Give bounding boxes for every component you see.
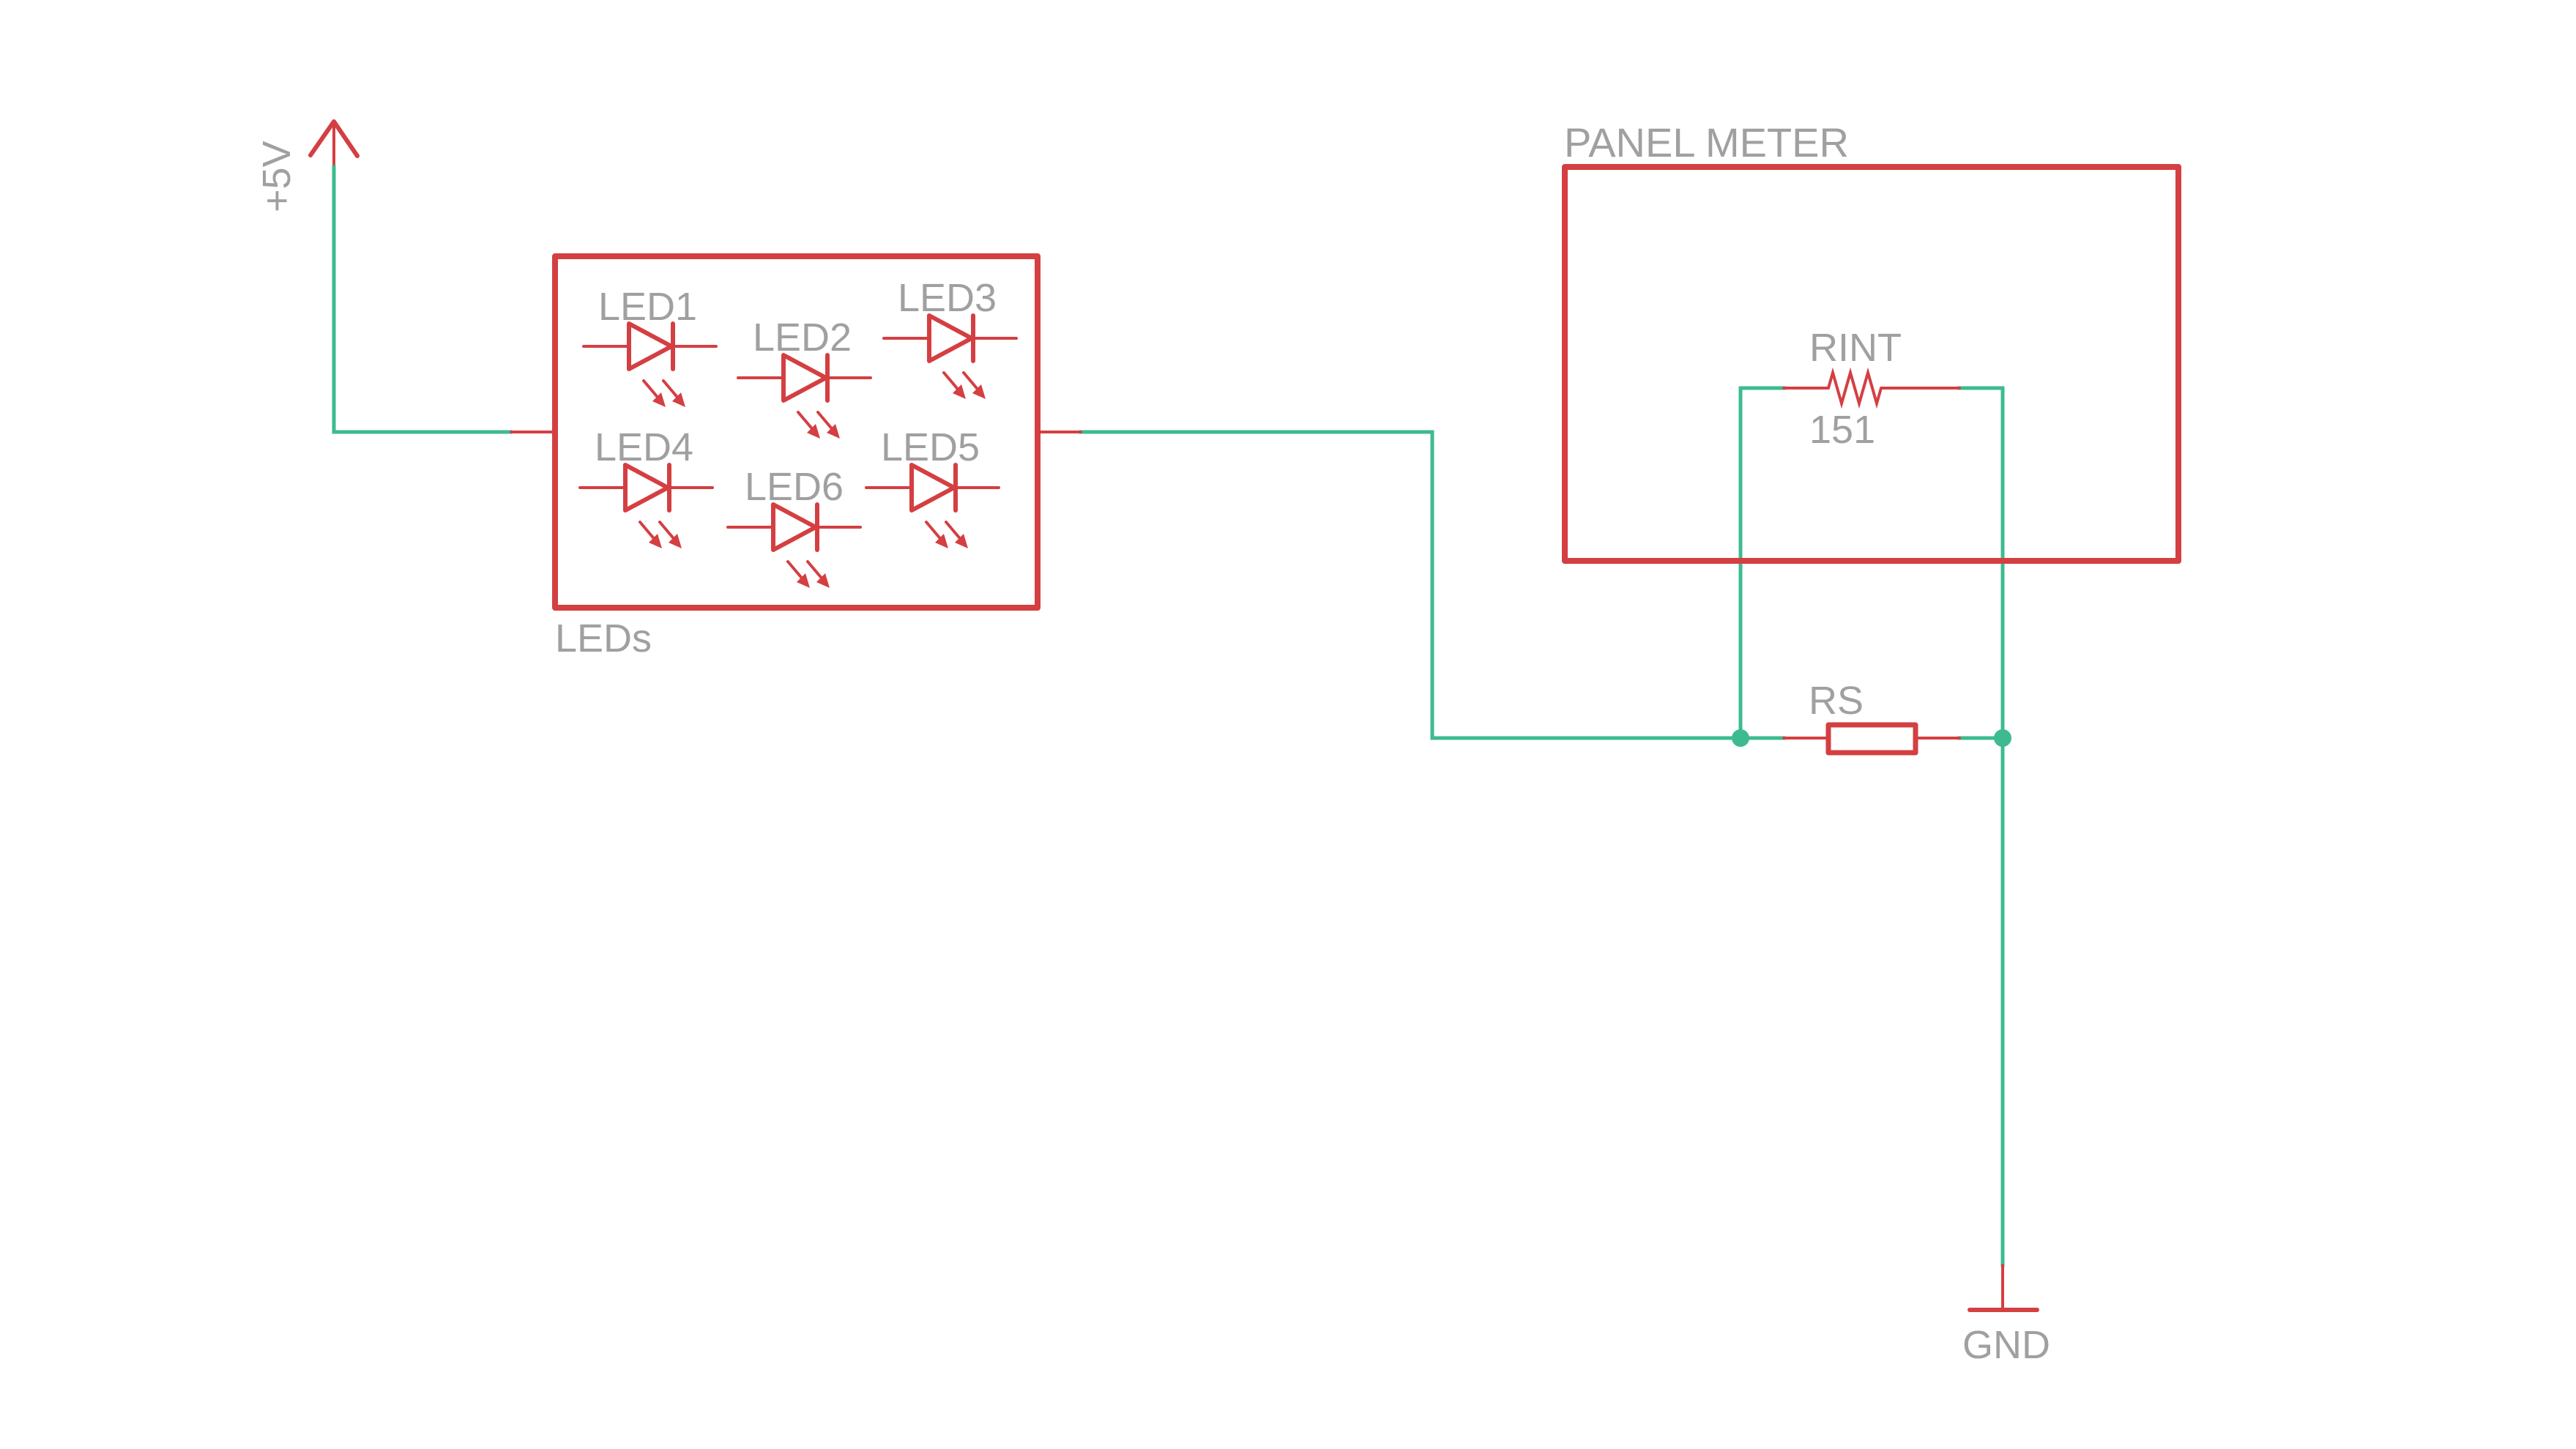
resistor-rs[interactable]: RS <box>1782 679 1961 756</box>
panel-meter[interactable]: PANEL METER RINT 151 <box>1562 119 2181 564</box>
light-emission-icon <box>786 560 830 588</box>
led-led6[interactable]: LED6 <box>726 465 862 588</box>
rint-value: 151 <box>1809 408 1875 452</box>
led-led1[interactable]: LED1 <box>582 285 718 407</box>
led-diode-icon <box>726 502 862 588</box>
supply-arrow-icon <box>308 119 360 168</box>
led-diode-icon <box>578 463 714 548</box>
rint-name: RINT <box>1809 326 1902 370</box>
supply-label: +5V <box>255 141 299 212</box>
wire-rint-left[interactable] <box>1738 386 1786 740</box>
ground-icon <box>1968 1264 2039 1312</box>
light-emission-icon <box>942 371 986 399</box>
rs-name: RS <box>1809 679 1864 723</box>
led-diode-icon <box>882 313 1018 399</box>
led-diode-icon <box>582 321 718 407</box>
resistor-body-icon <box>1825 722 1918 756</box>
led-led2[interactable]: LED2 <box>737 316 872 439</box>
junction-dot <box>1732 729 1749 747</box>
resistor-zigzag-icon <box>1827 367 1883 409</box>
wire-rint-right[interactable] <box>1957 386 2005 740</box>
led-label: LED3 <box>898 276 997 320</box>
led-led5[interactable]: LED5 <box>865 425 1000 548</box>
led-led3[interactable]: LED3 <box>882 276 1018 399</box>
light-emission-icon <box>642 379 685 407</box>
panel-meter-label: PANEL METER <box>1564 119 1849 165</box>
ground-symbol[interactable]: GND <box>1962 1264 2050 1367</box>
wire-5v-to-leds[interactable] <box>332 165 513 434</box>
light-emission-icon <box>639 521 682 548</box>
led-diode-icon <box>865 463 1000 548</box>
led-module-label: LEDs <box>555 617 652 660</box>
wire-leds-to-shunt[interactable] <box>1079 430 1786 740</box>
led-label: LED5 <box>881 425 980 469</box>
led-led4[interactable]: LED4 <box>578 425 714 548</box>
led-diode-icon <box>737 353 872 439</box>
light-emission-icon <box>797 411 840 439</box>
ground-label: GND <box>1962 1323 2050 1367</box>
panel-meter-frame <box>1562 164 2181 564</box>
led-label: LED1 <box>598 285 697 329</box>
led-label: LED4 <box>595 425 693 469</box>
led-label: LED2 <box>753 316 852 360</box>
led-label: LED6 <box>745 465 844 509</box>
light-emission-icon <box>925 521 968 548</box>
supply-5v[interactable]: +5V <box>255 119 360 212</box>
junction-dot <box>1994 729 2011 747</box>
resistor-rint[interactable]: RINT 151 <box>1782 326 1961 452</box>
